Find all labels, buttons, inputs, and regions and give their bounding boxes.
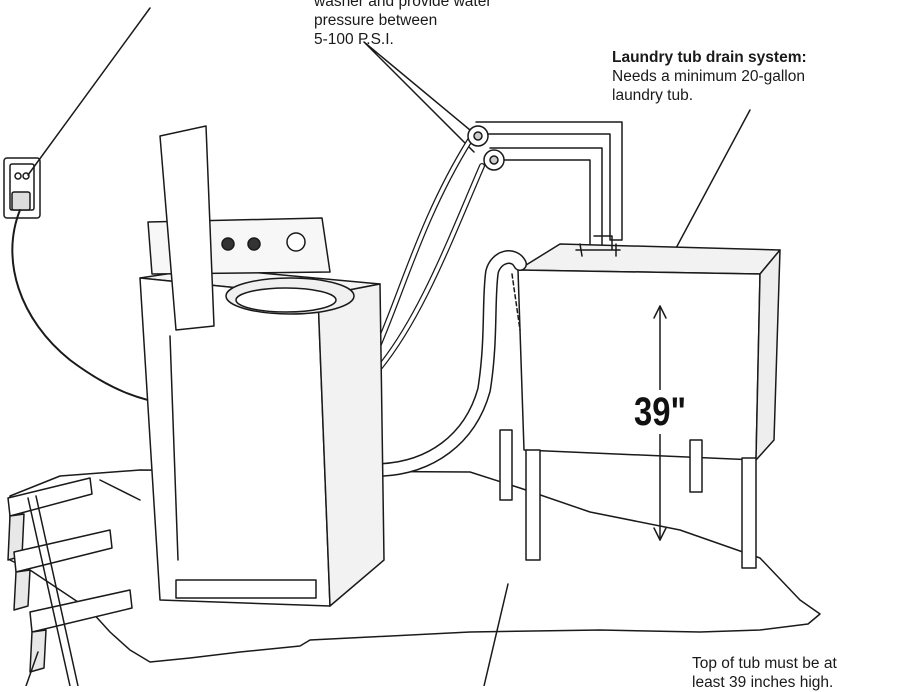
water-supply-pipes	[475, 121, 623, 251]
inlet-hose-2-inner	[374, 164, 484, 374]
washer	[139, 125, 385, 607]
water-callout-line-3: 5-100 P.S.I.	[314, 31, 394, 48]
inlet-hose-inner	[370, 138, 472, 362]
floor-leader-line	[483, 583, 509, 686]
power-cord	[11, 209, 169, 405]
water-valves	[467, 125, 505, 171]
height-measurement-label: 39"	[627, 390, 693, 434]
laundry-tub	[499, 235, 781, 569]
washer-lid	[159, 125, 215, 331]
floor	[9, 469, 821, 663]
drain-callout-line-1: Needs a minimum 20-gallon	[612, 68, 805, 85]
electrical-outlet	[3, 157, 41, 219]
water-callout-line-1: washer and provide water	[314, 0, 492, 10]
height-callout-line-1: Top of tub must be at	[692, 655, 837, 672]
drain-hose-inner	[374, 251, 526, 476]
valve-leader-line	[363, 41, 475, 153]
inlet-hose-2	[373, 163, 485, 375]
drain-callout-title: Laundry tub drain system:	[612, 49, 807, 66]
outlet-leader-line	[27, 7, 151, 176]
drain-callout-line-2: laundry tub.	[612, 87, 693, 104]
joist-leader-line	[25, 651, 39, 686]
height-callout-line-2: least 39 inches high.	[692, 674, 834, 691]
water-callout-line-2: pressure between	[314, 12, 438, 29]
